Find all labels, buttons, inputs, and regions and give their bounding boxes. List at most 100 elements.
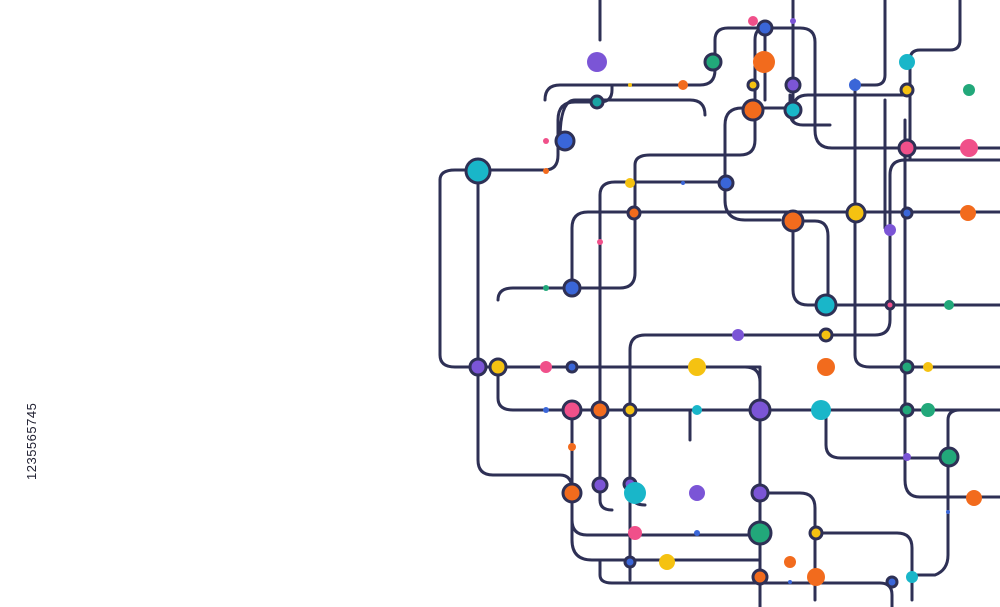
network-node <box>591 476 609 494</box>
network-node <box>625 178 635 188</box>
network-node <box>543 285 549 291</box>
network-node <box>692 405 702 415</box>
network-line <box>903 118 1000 499</box>
network-line <box>910 456 950 577</box>
network-node <box>717 174 735 192</box>
network-node <box>899 359 915 375</box>
network-node <box>960 139 978 157</box>
network-node <box>885 575 899 589</box>
network-node <box>568 443 576 451</box>
network-lines <box>438 0 1000 607</box>
network-node <box>741 98 765 122</box>
network-node <box>587 52 607 72</box>
network-node <box>817 358 835 376</box>
network-line <box>791 219 1000 307</box>
network-line <box>476 168 762 537</box>
network-node <box>849 79 861 91</box>
network-line <box>496 365 1000 412</box>
network-node <box>732 329 744 341</box>
network-node <box>788 580 792 584</box>
network-node <box>781 209 805 233</box>
network-node <box>623 555 637 569</box>
network-node <box>751 568 769 586</box>
network-node <box>818 327 834 343</box>
network-line <box>558 98 707 142</box>
network-node <box>464 157 492 185</box>
network-line <box>758 491 817 602</box>
network-node <box>899 402 915 418</box>
network-node <box>554 130 576 152</box>
network-line <box>791 93 907 112</box>
network-node <box>626 205 642 221</box>
network-node <box>899 54 915 70</box>
network-line <box>791 219 830 302</box>
network-node <box>543 138 549 144</box>
network-line <box>853 78 1000 369</box>
network-node <box>884 299 896 311</box>
network-nodes <box>464 16 982 589</box>
network-node <box>589 94 605 110</box>
network-node <box>814 293 838 317</box>
network-node <box>543 168 549 174</box>
network-line <box>570 210 1000 290</box>
network-node <box>923 362 933 372</box>
network-node <box>884 224 896 236</box>
network-line <box>543 26 1000 150</box>
network-node <box>753 51 775 73</box>
network-node <box>845 202 867 224</box>
network-node <box>694 530 700 536</box>
network-node <box>468 357 488 377</box>
network-node <box>703 52 723 72</box>
network-node <box>748 398 772 422</box>
network-line <box>570 408 762 562</box>
network-node <box>628 526 642 540</box>
network-line <box>598 498 614 512</box>
network-node <box>906 571 918 583</box>
network-node <box>488 357 508 377</box>
network-line <box>628 158 1000 582</box>
network-line <box>824 408 950 460</box>
network-line <box>813 531 914 602</box>
network-node <box>966 490 982 506</box>
network-node <box>597 239 603 245</box>
network-node <box>622 402 638 418</box>
network-node <box>960 205 976 221</box>
network-node <box>944 300 954 310</box>
network-node <box>746 78 760 92</box>
network-node <box>562 278 582 298</box>
network-node <box>689 485 705 501</box>
network-node <box>903 453 911 461</box>
network-node <box>561 482 583 504</box>
network-line <box>496 26 767 302</box>
network-node <box>624 482 646 504</box>
network-line <box>438 83 614 182</box>
network-line <box>946 408 1000 460</box>
network-node <box>897 138 917 158</box>
network-node <box>628 83 632 87</box>
network-node <box>659 554 675 570</box>
network-line <box>698 365 762 384</box>
network-node <box>808 525 824 541</box>
network-line <box>858 0 887 87</box>
network-node <box>747 520 773 546</box>
network-node <box>784 556 796 568</box>
network-node <box>900 206 914 220</box>
network-node <box>946 510 950 514</box>
network-line <box>598 558 894 607</box>
network-node <box>681 181 685 185</box>
network-node <box>921 403 935 417</box>
network-node <box>784 76 802 94</box>
network-node <box>565 360 579 374</box>
network-node <box>807 568 825 586</box>
network-node <box>938 446 960 468</box>
network-node <box>750 483 770 503</box>
network-node <box>540 361 552 373</box>
network-node <box>963 84 975 96</box>
network-node <box>688 358 706 376</box>
network-node <box>756 19 774 37</box>
network-node <box>899 82 915 98</box>
network-node <box>590 400 610 420</box>
network-line <box>908 0 962 162</box>
network-line <box>723 181 782 222</box>
